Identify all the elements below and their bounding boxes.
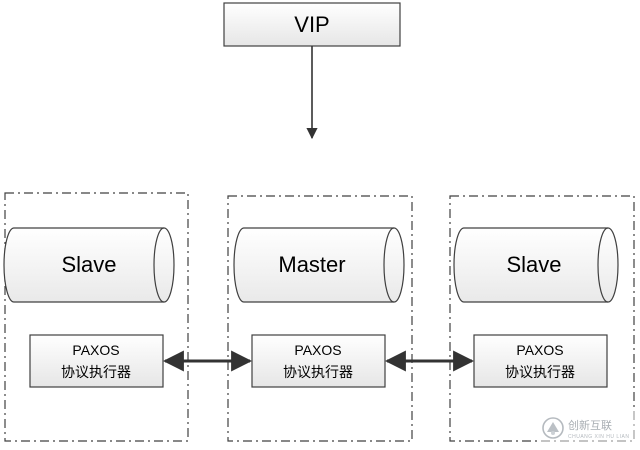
cylinder-rim bbox=[153, 227, 165, 303]
db-cylinder-center: Master bbox=[233, 227, 405, 303]
db-label-center: Master bbox=[278, 252, 345, 277]
watermark-logo-icon bbox=[542, 417, 564, 439]
vip-label: VIP bbox=[294, 12, 329, 37]
node-container-center bbox=[227, 195, 413, 442]
paxos-label-line1: PAXOS bbox=[72, 342, 119, 358]
paxos-box bbox=[29, 334, 164, 388]
paxos-label-line1: PAXOS bbox=[294, 342, 341, 358]
cylinder-rim bbox=[597, 227, 609, 303]
watermark-text: 创新互联 bbox=[568, 418, 612, 432]
paxos-label-line1: PAXOS bbox=[516, 342, 563, 358]
paxos-executor-center: PAXOS 协议执行器 bbox=[251, 334, 386, 388]
node-container-left bbox=[4, 192, 189, 442]
db-cylinder-left: Slave bbox=[3, 227, 175, 303]
vip-node: VIP bbox=[223, 2, 401, 47]
db-cylinder-right: Slave bbox=[453, 227, 619, 303]
db-label-left: Slave bbox=[61, 252, 116, 277]
paxos-executor-right: PAXOS 协议执行器 bbox=[473, 334, 608, 388]
watermark: 创新互联 CHUANG XIN HU LIAN bbox=[540, 410, 640, 450]
vip-box bbox=[223, 2, 401, 47]
cylinder-rim bbox=[383, 227, 395, 303]
paxos-label-line2: 协议执行器 bbox=[61, 364, 131, 380]
paxos-executor-left: PAXOS 协议执行器 bbox=[29, 334, 164, 388]
db-label-right: Slave bbox=[506, 252, 561, 277]
watermark-subtext: CHUANG XIN HU LIAN bbox=[568, 434, 630, 440]
paxos-label-line2: 协议执行器 bbox=[283, 364, 353, 380]
paxos-label-line2: 协议执行器 bbox=[505, 364, 575, 380]
